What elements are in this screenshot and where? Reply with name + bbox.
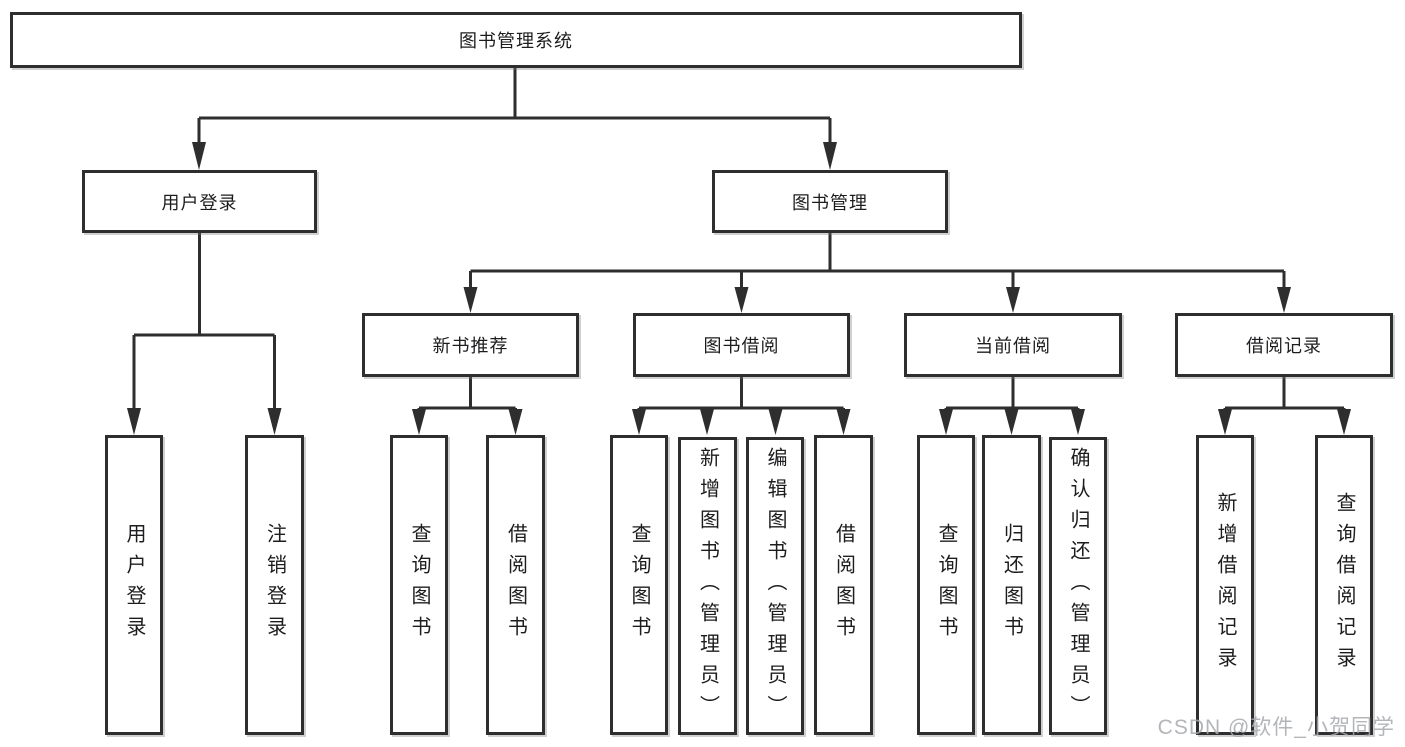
leaf-borrow-books-1: 借阅图书	[486, 435, 545, 735]
node-user-login-label: 用户登录	[161, 192, 238, 213]
arrowheads	[127, 142, 1351, 435]
leaf-query-borrow-record: 查询借阅记录	[1315, 435, 1373, 735]
node-user-login: 用户登录	[82, 170, 317, 233]
node-new-book-recommend-label: 新书推荐	[432, 336, 509, 356]
leaf-query-books-1: 查询图书	[390, 435, 448, 735]
node-library-system: 图书管理系统	[10, 12, 1022, 68]
leaf-add-books-admin-label: 新增图书（管理员）	[696, 446, 719, 726]
leaf-logout-label: 注销登录	[263, 523, 286, 647]
node-library-system-label: 图书管理系统	[459, 31, 573, 51]
node-book-borrow: 图书借阅	[633, 313, 850, 377]
leaf-edit-books-admin: 编辑图书（管理员）	[746, 437, 804, 735]
leaf-query-borrow-record-label: 查询借阅记录	[1333, 492, 1355, 678]
leaf-add-borrow-record: 新增借阅记录	[1196, 435, 1254, 735]
leaf-query-books-3-label: 查询图书	[935, 523, 957, 647]
leaf-return-books-label: 归还图书	[1000, 523, 1023, 647]
leaf-borrow-books-2-label: 借阅图书	[832, 523, 855, 647]
node-current-borrow: 当前借阅	[904, 313, 1122, 377]
node-current-borrow-label: 当前借阅	[975, 336, 1051, 356]
leaf-return-books: 归还图书	[982, 435, 1041, 735]
csdn-watermark: CSDN @软件_小贺同学	[1157, 716, 1395, 739]
leaf-user-login-label: 用户登录	[123, 523, 145, 647]
leaf-add-books-admin: 新增图书（管理员）	[678, 437, 737, 735]
leaf-query-books-2: 查询图书	[610, 435, 668, 735]
node-borrow-records-label: 借阅记录	[1246, 336, 1322, 356]
node-book-borrow-label: 图书借阅	[703, 336, 780, 356]
leaf-borrow-books-1-label: 借阅图书	[504, 523, 527, 647]
leaf-query-books-2-label: 查询图书	[628, 523, 650, 647]
leaf-user-login: 用户登录	[105, 435, 163, 735]
leaf-logout: 注销登录	[245, 435, 304, 735]
node-new-book-recommend: 新书推荐	[362, 313, 579, 377]
leaf-query-books-3: 查询图书	[917, 435, 975, 735]
leaf-edit-books-admin-label: 编辑图书（管理员）	[764, 446, 786, 726]
node-book-management-label: 图书管理	[792, 192, 868, 213]
node-book-management: 图书管理	[712, 170, 948, 233]
leaf-add-borrow-record-label: 新增借阅记录	[1214, 492, 1236, 678]
leaf-query-books-1-label: 查询图书	[408, 523, 430, 647]
leaf-confirm-return-admin-label: 确认归还（管理员）	[1067, 446, 1089, 726]
node-borrow-records: 借阅记录	[1175, 313, 1393, 377]
leaf-borrow-books-2: 借阅图书	[814, 435, 873, 735]
leaf-confirm-return-admin: 确认归还（管理员）	[1049, 437, 1107, 735]
